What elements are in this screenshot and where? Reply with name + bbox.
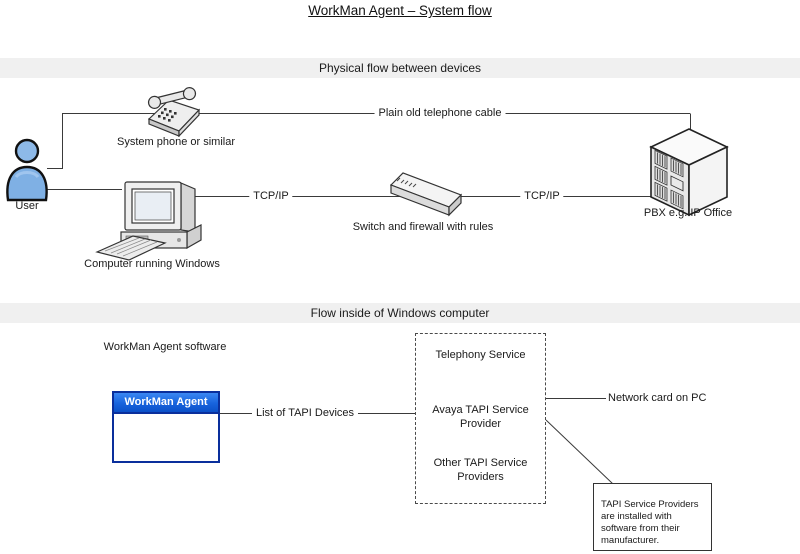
section-header-physical-flow: Physical flow between devices	[0, 58, 800, 78]
phone-icon	[147, 87, 201, 137]
connector-dashedbox-note	[545, 419, 614, 485]
avaya-tapi-provider-label: Avaya TAPI Service Provider	[432, 404, 529, 430]
workman-agent-window-titlebar: WorkMan Agent	[114, 393, 218, 414]
switch-icon	[389, 172, 463, 217]
pbx-icon	[649, 128, 729, 217]
pbx-caption: PBX e.g. IP Office	[643, 207, 733, 219]
tapi-devices-list-label: List of TAPI Devices	[251, 407, 359, 419]
tapi-providers-note: TAPI Service Providers are installed wit…	[593, 483, 712, 551]
user-caption: User	[15, 200, 39, 212]
telephony-service-label: Telephony Service	[435, 349, 526, 361]
tapi-services-group-box: Telephony Service Avaya TAPI Service Pro…	[415, 333, 546, 504]
other-tapi-providers-label: Other TAPI Service Providers	[433, 457, 528, 483]
diagram-title: WorkMan Agent – System flow	[308, 3, 492, 18]
phone-caption: System phone or similar	[117, 136, 235, 148]
workman-software-caption: WorkMan Agent software	[103, 341, 227, 353]
computer-icon	[95, 181, 202, 261]
user-icon	[6, 138, 48, 202]
computer-caption: Computer running Windows	[84, 258, 220, 270]
section-header-windows-flow: Flow inside of Windows computer	[0, 303, 800, 323]
workman-agent-window: WorkMan Agent	[112, 391, 220, 463]
network-card-label: Network card on PC	[608, 392, 707, 404]
tcpip-left-label: TCP/IP	[249, 190, 293, 202]
telephone-cable-label: Plain old telephone cable	[374, 107, 506, 119]
tcpip-right-label: TCP/IP	[520, 190, 564, 202]
switch-caption: Switch and firewall with rules	[352, 221, 494, 233]
